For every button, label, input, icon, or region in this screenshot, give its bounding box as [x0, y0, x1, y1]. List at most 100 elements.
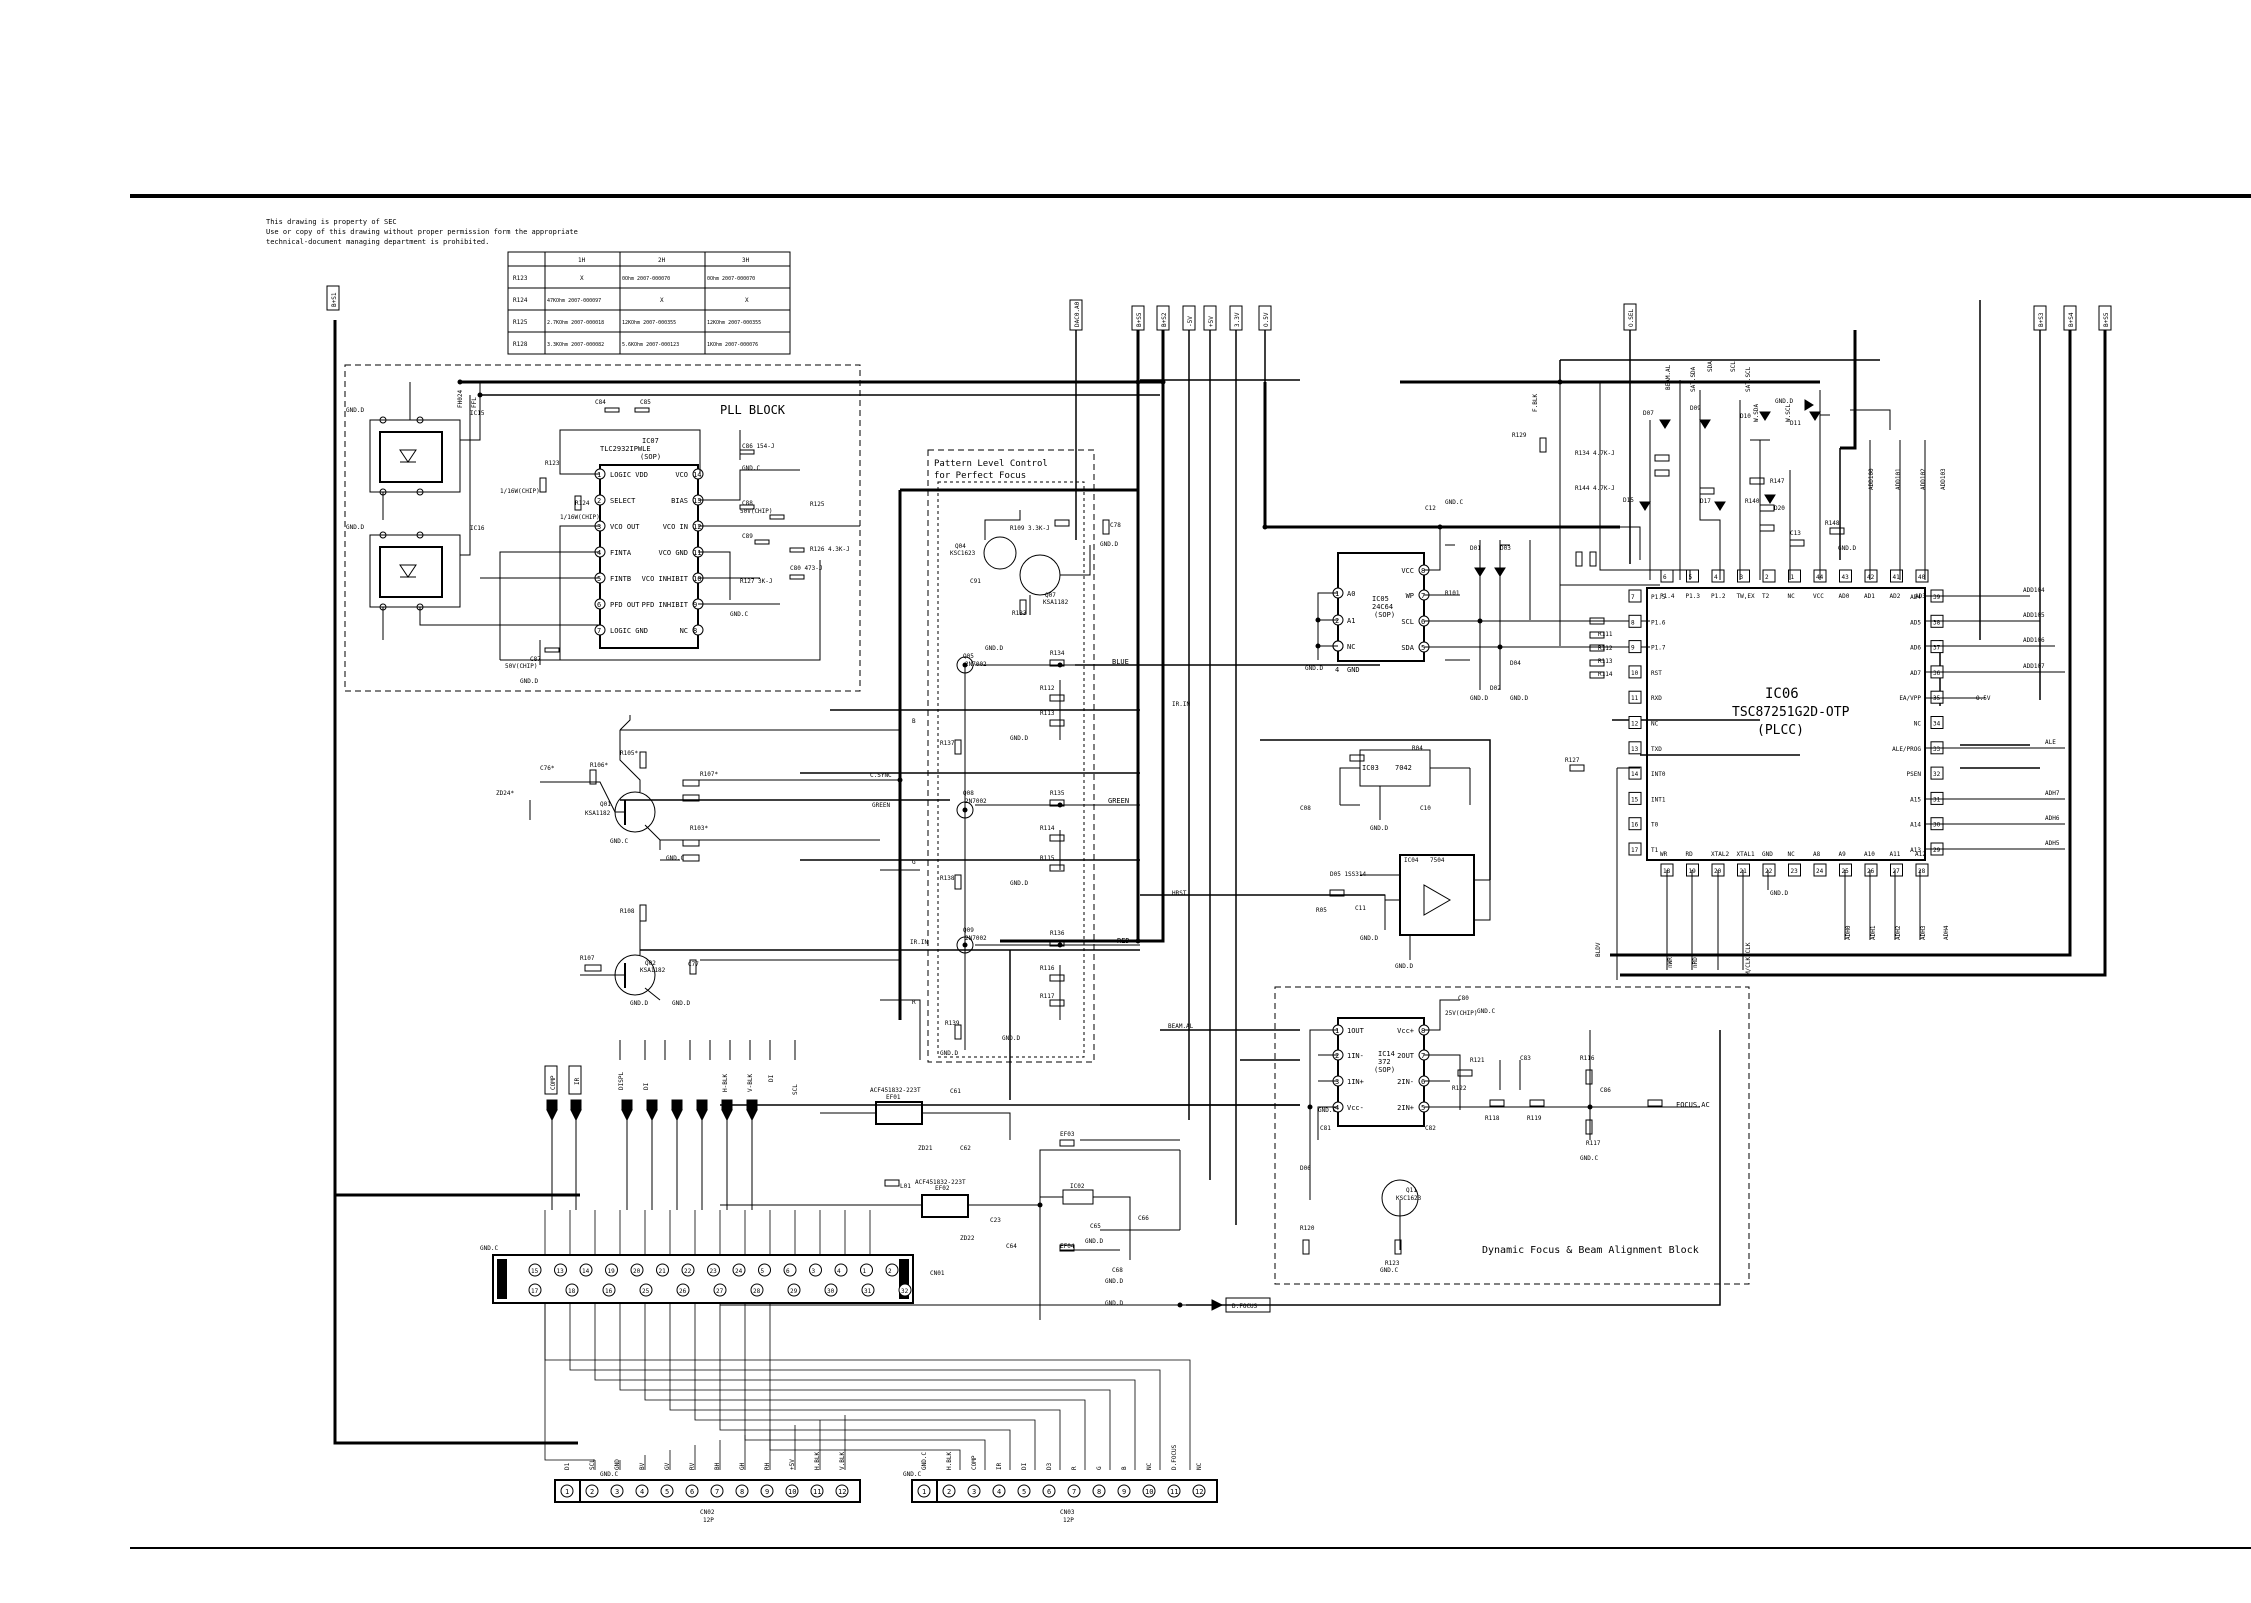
svg-text:R121: R121 [1470, 1057, 1485, 1064]
ic07-pin-num: 6 [597, 601, 601, 609]
ic06-pin: VCC [1813, 593, 1824, 600]
svg-text:R108: R108 [620, 908, 635, 915]
ic06-pin: XTAL2 [1711, 851, 1729, 858]
cn01-pin: 23 [710, 1268, 718, 1275]
ic06-pin-num: 22 [1765, 868, 1773, 875]
svg-text:GND.C: GND.C [730, 611, 748, 618]
ic14-pin-num: 3 [1335, 1078, 1339, 1086]
svg-text:C89: C89 [742, 533, 753, 540]
net-label: C.SYNC [870, 772, 892, 779]
cn01-ref: CN01 [930, 1270, 945, 1277]
ic06-pin-num: 26 [1867, 868, 1875, 875]
ic06-pin: GND [1762, 851, 1773, 858]
svg-text:EF04: EF04 [1060, 1243, 1075, 1250]
svg-text:GND.C: GND.C [1477, 1008, 1495, 1015]
svg-text:C87: C87 [530, 656, 541, 663]
svg-text:ADH4: ADH4 [1943, 925, 1950, 940]
svg-text:R127 3K-J: R127 3K-J [740, 578, 773, 585]
svg-text:R05: R05 [1316, 907, 1327, 914]
ic05-pin: VCC [1401, 567, 1414, 575]
ic06-pin-num: 3 [1740, 574, 1744, 581]
cn02-pin: 3 [615, 1488, 619, 1496]
svg-text:R117: R117 [1586, 1140, 1601, 1147]
ic07-pin: PFD OUT [610, 601, 640, 609]
ic06-pin-num: 30 [1933, 822, 1941, 829]
svg-text:D17: D17 [1700, 498, 1711, 505]
cn03-pin: 7 [1072, 1488, 1076, 1496]
net-label: B [912, 718, 916, 725]
svg-text:R129: R129 [1512, 432, 1527, 439]
svg-text:D04: D04 [1510, 660, 1521, 667]
svg-text:D11: D11 [1790, 420, 1801, 427]
svg-text:D07: D07 [1643, 410, 1654, 417]
ic06-pin: A11 [1890, 851, 1901, 858]
svg-text:EF02: EF02 [935, 1185, 950, 1192]
svg-text:ADH2: ADH2 [1895, 925, 1902, 940]
table-header: 2H [658, 257, 666, 264]
cn02-pin: 10 [788, 1488, 796, 1496]
svg-text:C83: C83 [1520, 1055, 1531, 1062]
pattern-block-frame [927, 449, 1095, 1063]
ic14-pin-num: 2 [1335, 1052, 1339, 1060]
ic06-pin: NC [1651, 721, 1659, 728]
ic06-pin: RD [1686, 851, 1694, 858]
cn03-pin-label: IR [996, 1462, 1003, 1470]
mcu-right-net: ADH6 [2045, 815, 2060, 822]
ic06-pin: A12 [1915, 851, 1926, 858]
ic14-ref: IC14 [1378, 1050, 1395, 1058]
mcu-right-net: ADH5 [2045, 840, 2060, 847]
ic05-pin: GND [1347, 666, 1360, 674]
ic05-pin-num: 7 [1421, 592, 1425, 600]
cn01-pin: 18 [568, 1288, 576, 1295]
ic06-pin: T0 [1651, 822, 1659, 829]
cn02-pin: 4 [640, 1488, 644, 1496]
ic06-ref: IC06 [1765, 686, 1799, 702]
ic06-pin: RST [1651, 670, 1662, 677]
svg-text:C68: C68 [1112, 1267, 1123, 1274]
svg-text:C91: C91 [970, 578, 981, 585]
ic05-pin: SDA [1401, 644, 1414, 652]
svg-text:ADD102: ADD102 [1920, 468, 1927, 490]
ic05-pin-num: 6 [1421, 618, 1425, 626]
net-label: IR.IN [910, 939, 928, 946]
ic06-pin-num: 6 [1663, 574, 1667, 581]
svg-text:R127: R127 [1565, 757, 1580, 764]
ic06-pin: A8 [1813, 851, 1821, 858]
svg-text:2N7002: 2N7002 [965, 661, 987, 668]
mcu-right-net: ADD104 [2023, 587, 2045, 594]
svg-text:50V(CHIP): 50V(CHIP) [505, 663, 538, 670]
pll-block-title: PLL BLOCK [720, 403, 786, 417]
svg-text:C23: C23 [990, 1217, 1001, 1224]
ic06-pin-num: 24 [1816, 868, 1824, 875]
ic06-pin-num: 23 [1791, 868, 1799, 875]
ic05-pin: SCL [1401, 618, 1414, 626]
svg-text:C86 154-J: C86 154-J [742, 443, 775, 450]
cn01-pin: 5 [761, 1268, 765, 1275]
svg-text:R138: R138 [940, 875, 955, 882]
svg-text:GND.D: GND.D [1770, 890, 1788, 897]
ic06-pin-num: 11 [1631, 695, 1639, 702]
cn02-pin: 6 [690, 1488, 694, 1496]
svg-text:GND.C: GND.C [742, 465, 760, 472]
ic06-pin: AD7 [1910, 670, 1921, 677]
ic06-pin-num: 33 [1933, 746, 1941, 753]
svg-text:R116: R116 [1040, 965, 1055, 972]
svg-text:GND.C: GND.C [600, 1471, 618, 1478]
ic07-pin: PFD INHIBIT [642, 601, 689, 609]
cn03-connector [911, 1479, 1218, 1503]
ic04-ref: IC04 [1404, 857, 1419, 864]
ic05-ref: IC05 [1372, 595, 1389, 603]
ic06-pin: AD3 [1915, 593, 1926, 600]
ic06-pin-num: 4 [1714, 574, 1718, 581]
ic06-pin: PSEN [1907, 771, 1922, 778]
svg-text:R114: R114 [1040, 825, 1055, 832]
ic06-pin: P1.6 [1651, 619, 1666, 626]
ic06-pin: NC [1788, 593, 1796, 600]
cn01-pin: 4 [837, 1268, 841, 1275]
svg-text:R144 4.7K-J: R144 4.7K-J [1575, 485, 1615, 492]
signal-tag: DAC0.A0 [1074, 301, 1081, 327]
cn03-size: 12P [1063, 1517, 1074, 1524]
cn02-pin-label: BV [639, 1462, 646, 1470]
svg-text:GND.C: GND.C [903, 1471, 921, 1478]
